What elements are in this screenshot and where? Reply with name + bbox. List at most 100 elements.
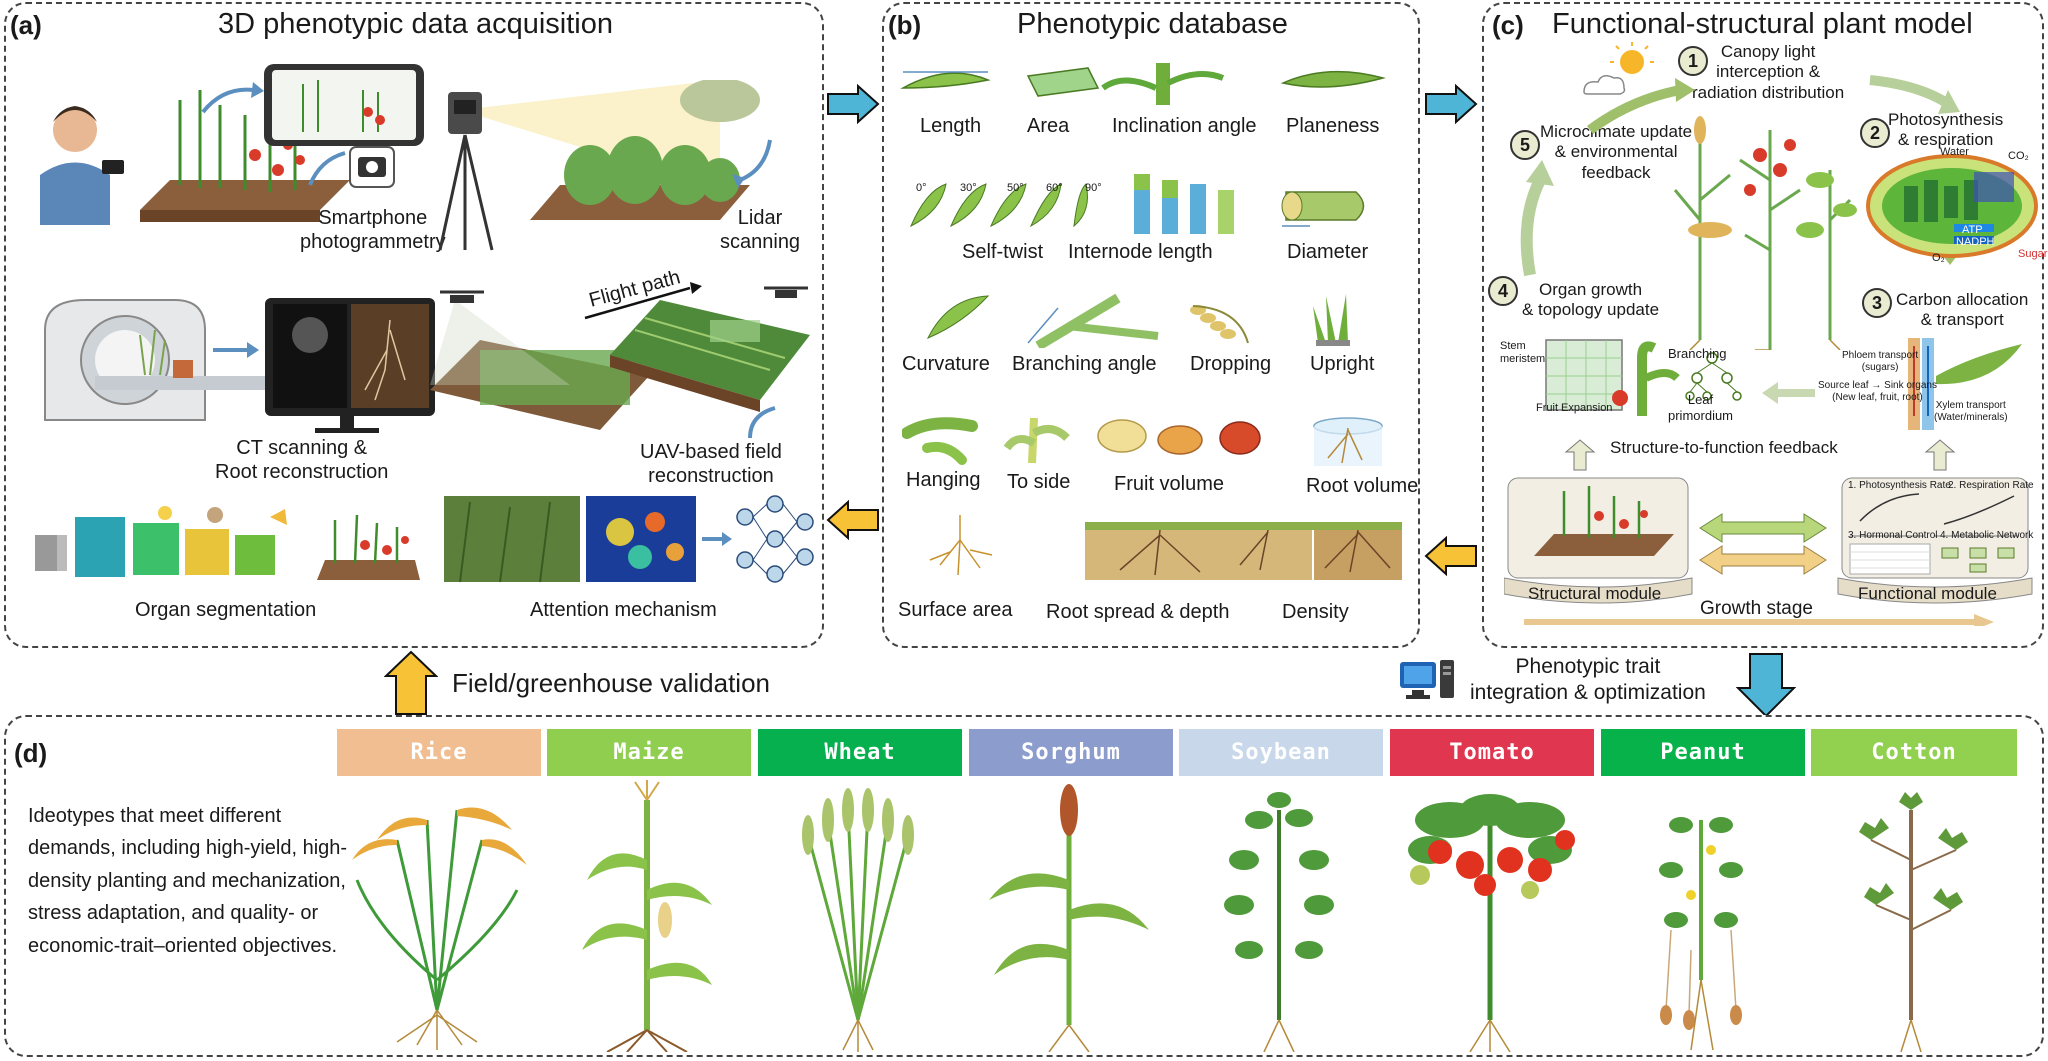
step-5-text: Microclimate update & environmental feed… <box>1540 122 1693 182</box>
functional-module-label: Functional module <box>1858 584 1997 603</box>
chloro-atp: ATP <box>1962 224 1983 236</box>
step-1-text: Canopy light interception & radiation di… <box>1692 42 1845 102</box>
chloro-o2: O₂ <box>1932 252 1945 264</box>
trait-icons-row-1 <box>900 63 1386 105</box>
phloem-label: Phloem transport (sugars) <box>1842 350 1919 373</box>
crop-header-soybean: Soybean <box>1179 729 1383 776</box>
panel-b-title: Phenotypic database <box>1017 8 1288 40</box>
func-item-1: 1. Photosynthesis Rate <box>1848 480 1951 491</box>
peanut-plant-illustration <box>1659 817 1743 1051</box>
camera-icon <box>308 146 395 188</box>
chloro-water: Water <box>1940 146 1969 158</box>
modules-illustration <box>1504 477 2033 626</box>
soybean-plant-illustration <box>1224 792 1334 1052</box>
arrow-c-to-b <box>1424 536 1477 576</box>
angle-90: 90° <box>1085 182 1102 194</box>
step-5-circle: 5 <box>1510 130 1540 160</box>
chloro-co2: CO₂ <box>2008 150 2029 162</box>
trait-dropping: Dropping <box>1190 353 1272 375</box>
source-sink-label: Source leaf → Sink organs (New leaf, fru… <box>1818 380 1937 403</box>
trait-fruit-volume: Fruit volume <box>1114 473 1225 495</box>
structural-module-label: Structural module <box>1528 584 1662 603</box>
angle-30: 30° <box>960 182 977 194</box>
func-item-2: 2. Respiration Rate <box>1948 480 2034 491</box>
trait-branching-angle: Branching angle <box>1012 353 1157 375</box>
feedback-up-arrows <box>1564 439 1956 471</box>
arrow-b-to-c <box>1425 84 1478 124</box>
trait-self-twist: Self-twist <box>962 241 1044 263</box>
phone-screen-illustration <box>201 64 424 146</box>
angle-50: 50° <box>1007 182 1024 194</box>
trait-planeness: Planeness <box>1286 115 1380 137</box>
uav-scene-illustration <box>430 282 810 439</box>
trait-upright: Upright <box>1310 353 1375 375</box>
vascular-illustration <box>1908 338 2022 430</box>
lidar-label: Lidar scanning <box>720 207 801 253</box>
step-4-text: Organ growth & topology update <box>1522 280 1660 320</box>
computer-icon <box>1400 660 1454 699</box>
trait-root-spread-depth: Root spread & depth <box>1046 601 1230 623</box>
integration-label: Phenotypic trait integration & optimizat… <box>1470 655 1706 705</box>
arrow-b-to-a <box>826 500 879 540</box>
step-3-text: Carbon allocation & transport <box>1896 290 2029 330</box>
lidar-scene-illustration <box>438 80 772 251</box>
trait-diameter: Diameter <box>1287 241 1369 263</box>
panel-c-label: (c) <box>1492 10 1524 40</box>
trait-icons-row-3 <box>926 293 1350 348</box>
ideotype-text: Ideotypes that meet different demands, i… <box>28 805 348 957</box>
internode-length-icon <box>1134 174 1234 234</box>
crop-header-sorghum: Sorghum <box>969 729 1173 776</box>
trait-icons-row-5 <box>929 515 1402 580</box>
maize-plant-illustration <box>582 780 712 1052</box>
sorghum-plant-illustration <box>989 784 1149 1052</box>
trait-to-side: To side <box>1007 471 1071 493</box>
angle-0: 0° <box>916 182 927 194</box>
crop-header-wheat: Wheat <box>758 729 962 776</box>
step-1-circle: 1 <box>1678 46 1708 76</box>
ct-label: CT scanning & Root reconstruction <box>215 437 389 483</box>
trait-internode-length: Internode length <box>1068 241 1213 263</box>
panel-a-label: (a) <box>10 10 42 40</box>
crop-header-peanut: Peanut <box>1601 729 1805 776</box>
trait-curvature: Curvature <box>902 353 990 375</box>
attention-mechanism-illustration <box>444 495 814 583</box>
crop-header-tomato: Tomato <box>1390 729 1594 776</box>
step-3-circle: 3 <box>1862 288 1892 318</box>
validation-up-arrow <box>384 650 438 715</box>
chloro-nadph: NADPH <box>1956 236 1995 248</box>
ct-scanner-illustration <box>44 298 435 433</box>
panel-b-label: (b) <box>888 10 922 40</box>
growth-stage-label: Growth stage <box>1700 598 1813 619</box>
sun-cloud-icon <box>1583 42 1654 95</box>
structure-function-feedback-label: Structure-to-function feedback <box>1610 438 1838 457</box>
fruit-expansion-label: Fruit Expansion <box>1536 402 1613 414</box>
attention-mechanism-label: Attention mechanism <box>530 599 717 621</box>
trait-hanging: Hanging <box>906 469 981 491</box>
wheat-plant-illustration <box>802 788 914 1052</box>
panel-a-title: 3D phenotypic data acquisition <box>218 8 613 40</box>
rice-plant-illustration <box>352 807 527 1050</box>
diameter-icon <box>1281 191 1365 227</box>
smartphone-label: Smartphone photogrammetry <box>300 207 446 253</box>
chloro-sugar: Sugar <box>2018 248 2048 260</box>
trait-length: Length <box>920 115 982 137</box>
trait-icons-row-4 <box>902 417 1383 466</box>
stem-meristem-label: Stem meristem <box>1500 340 1546 366</box>
trait-root-volume: Root volume <box>1306 475 1419 497</box>
arrow-a-to-b <box>827 84 880 124</box>
trait-area: Area <box>1027 115 1070 137</box>
feedback-small-arrow <box>1762 382 1815 404</box>
fspm-plants-illustration <box>1673 116 1857 350</box>
crop-header-rice: Rice <box>337 729 541 776</box>
angle-60: 60° <box>1046 182 1063 194</box>
integration-down-arrow <box>1736 653 1796 718</box>
step-2-text: Photosynthesis & respiration <box>1888 110 2004 150</box>
trait-density: Density <box>1282 601 1349 623</box>
chloroplast-illustration <box>1866 154 2038 258</box>
crop-header-cotton: Cotton <box>1811 729 2017 776</box>
func-item-4: 4. Metabolic Network <box>1940 530 2034 541</box>
panel-c-title: Functional-structural plant model <box>1552 8 1973 40</box>
crop-ideotypes-illustration <box>352 780 1968 1052</box>
self-twist-icon <box>910 183 1088 228</box>
organ-segmentation-label: Organ segmentation <box>135 599 317 621</box>
